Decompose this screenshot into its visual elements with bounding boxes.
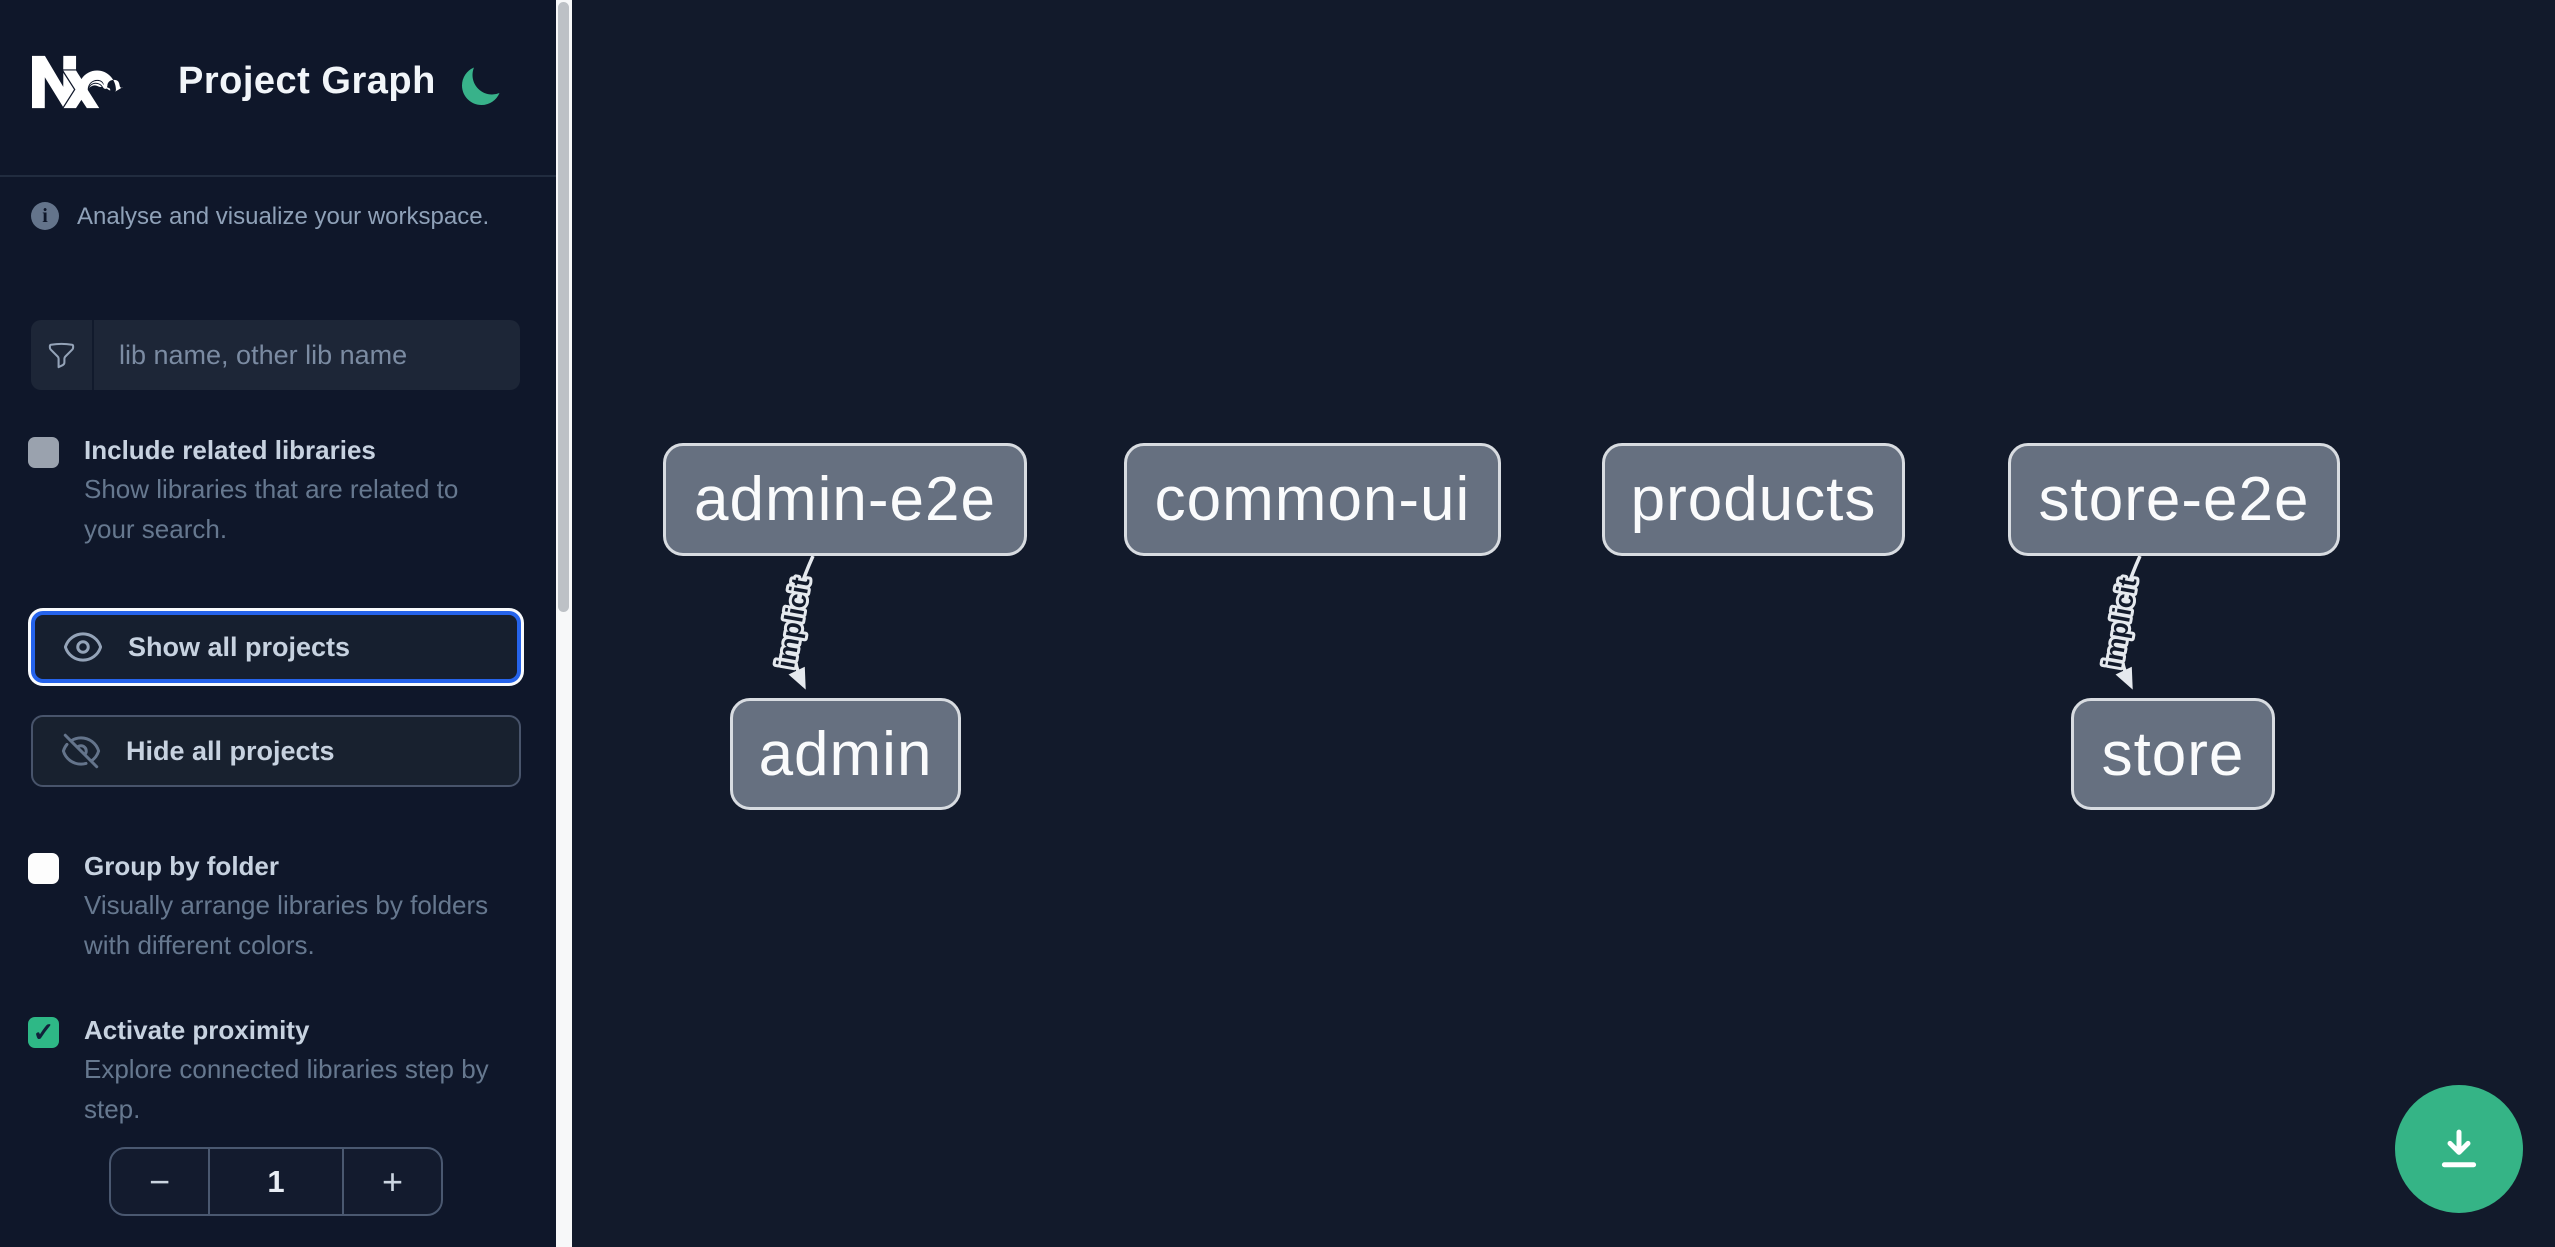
search-input[interactable] <box>94 320 520 390</box>
sidebar-header: Project Graph <box>0 0 556 177</box>
edge-store-e2e-to-store[interactable] <box>2115 555 2142 690</box>
project-node-admin[interactable]: admin <box>730 698 961 810</box>
project-node-products[interactable]: products <box>1602 443 1905 556</box>
activate-proximity-checkbox[interactable]: ✓ <box>28 1017 59 1048</box>
group-by-folder-description: Visually arrange libraries by folders wi… <box>84 890 489 960</box>
moon-icon <box>462 66 500 105</box>
info-icon: i <box>31 202 59 230</box>
eye-slash-icon <box>61 733 101 769</box>
stepper-value: 1 <box>208 1149 344 1214</box>
project-node-store[interactable]: store <box>2071 698 2275 810</box>
include-related-checkbox[interactable] <box>28 437 59 468</box>
proximity-depth-stepper: − 1 + <box>109 1147 443 1216</box>
eye-icon <box>63 632 103 662</box>
download-icon <box>2441 1129 2477 1168</box>
intro-text: Analyse and visualize your workspace. <box>77 203 490 230</box>
filter-icon-cell <box>31 320 94 390</box>
sidebar-scrollbar-thumb[interactable] <box>558 2 569 612</box>
decrement-button[interactable]: − <box>148 1160 171 1202</box>
project-node-common-ui[interactable]: common-ui <box>1124 443 1501 556</box>
activate-proximity-label: Activate proximity <box>84 1015 310 1045</box>
workspace-intro: i Analyse and visualize your workspace. <box>31 198 489 236</box>
hide-all-projects-label: Hide all projects <box>126 735 335 766</box>
graph-canvas[interactable]: implicit implicit admin-e2e common-ui pr… <box>572 0 2555 1247</box>
show-all-projects-label: Show all projects <box>128 631 351 662</box>
project-node-store-e2e[interactable]: store-e2e <box>2008 443 2340 556</box>
edge-label-implicit: implicit <box>2097 575 2142 670</box>
download-graph-button[interactable] <box>2395 1085 2523 1213</box>
page-title: Project Graph <box>178 60 436 102</box>
project-node-admin-e2e[interactable]: admin-e2e <box>663 443 1027 556</box>
sidebar-scrollbar-track <box>556 0 572 1247</box>
sidebar: Project Graph i Analyse and visualize yo… <box>0 0 556 1247</box>
edge-label-implicit: implicit <box>770 575 815 670</box>
include-related-label: Include related libraries <box>84 435 376 465</box>
include-related-description: Show libraries that are related to your … <box>84 474 459 544</box>
edges-layer: implicit implicit <box>767 555 2146 690</box>
theme-toggle-button[interactable] <box>452 60 508 116</box>
nx-logo <box>32 55 123 109</box>
hide-all-projects-button[interactable]: Hide all projects <box>31 715 521 787</box>
increment-button[interactable]: + <box>381 1160 404 1202</box>
show-all-projects-button[interactable]: Show all projects <box>31 611 521 683</box>
group-by-folder-checkbox[interactable] <box>28 853 59 884</box>
funnel-icon <box>48 342 75 368</box>
edge-admin-e2e-to-admin[interactable] <box>788 555 815 690</box>
activate-proximity-description: Explore connected libraries step by step… <box>84 1054 489 1124</box>
group-by-folder-label: Group by folder <box>84 851 279 881</box>
filter-input-group <box>31 320 520 390</box>
